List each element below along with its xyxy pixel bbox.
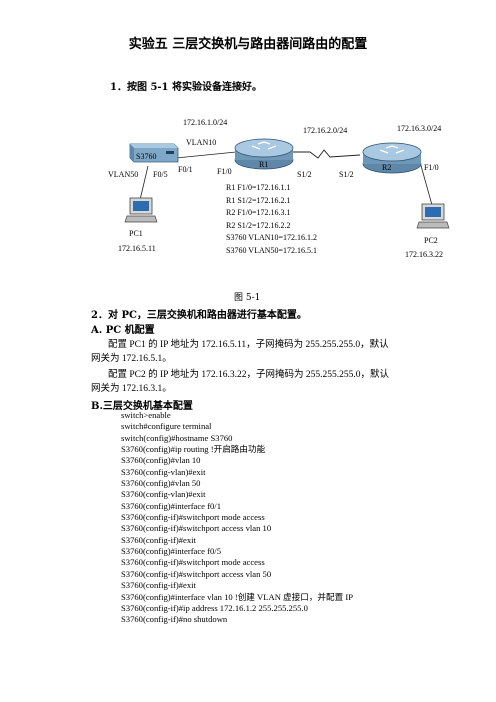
code-line: S3760(config-if)#switchport access vlan … [121,568,272,579]
net-172-16-1-label: 172.16.1.0/24 [183,118,228,127]
code-line: S3760(config-if)#switchport mode access [121,557,265,568]
code-line: S3760(config-if)#exit [121,580,196,591]
vlan10-label: VLAN10 [186,138,217,147]
pc1-name: PC1 [129,229,143,238]
section-b-heading: B.三层交换机基本配置 [91,401,193,412]
step-1-heading: 1．按图 5-1 将实验设备连接好。 [110,82,262,93]
code-line: S3760(config-if)#no shutdown [121,614,228,625]
code-line: S3760(config)#interface f0/1 [121,500,221,511]
address-line: R2 S1/2=172.16.2.2 [226,220,291,230]
code-line: switch(config)#hostname S3760 [121,432,233,443]
code-line: switch#configure terminal [121,421,212,432]
switch-name: S3760 [136,152,157,161]
code-line: S3760(config)#ip routing !开启路由功能 [121,444,266,455]
code-line: S3760(config-if)#ip address 172.16.1.2 2… [121,602,308,613]
figure-caption: 图 5-1 [234,293,261,303]
pc1-icon [124,197,158,223]
pc2-name: PC2 [424,236,438,245]
code-line: S3760(config-if)#switchport mode access [121,512,265,523]
r2-f10-label: F1/0 [424,163,439,172]
router-r1-name: R1 [259,160,269,169]
switch-config-code: switch>enable switch#configure terminal … [121,410,353,626]
address-line: R1 S1/2=172.16.2.1 [226,195,291,205]
address-line: R1 F1/0=172.16.1.1 [226,183,291,192]
address-line: R2 F1/0=172.16.3.1 [226,208,291,218]
vlan50-label: VLAN50 [108,170,139,179]
code-line: S3760(config-if)#exit [121,534,196,545]
step-2-heading: 2．对 PC，三层交换机和路由器进行基本配置。 [91,310,307,321]
router-r1-icon [234,138,294,170]
address-list: R1 F1/0=172.16.1.1 R1 S1/2=172.16.2.1 R2… [226,182,317,258]
pc1-config-line-2: 网关为 172.16.5.1。 [91,354,172,364]
router-r2-icon [362,142,422,174]
net-172-16-3-label: 172.16.3.0/24 [397,124,442,133]
code-line: S3760(config)#interface f0/5 [121,546,221,557]
r1-s12-label: S1/2 [297,170,312,179]
code-line: S3760(config)#vlan 10 [121,455,201,466]
pc2-config-line-2: 网关为 172.16.3.1。 [91,384,172,394]
section-a-heading: A. PC 机配置 [91,325,155,336]
port-f05-label: F0/5 [153,170,168,179]
pc2-config-line-1: 配置 PC2 的 IP 地址为 172.16.3.22，子网掩码为 255.25… [108,370,389,380]
code-line: S3760(config)#interface vlan 10 !创建 VLAN… [121,591,353,602]
pc2-icon [416,203,450,229]
router-r2-name: R2 [382,163,392,172]
code-line: S3760(config-if)#switchport access vlan … [121,523,272,534]
pc1-ip: 172.16.5.11 [118,244,156,253]
address-line: S3760 VLAN50=172.16.5.1 [226,245,318,255]
port-f01-label: F0/1 [178,165,193,174]
switch-s3760-icon [129,143,179,163]
address-line: S3760 VLAN10=172.16.1.2 [226,233,318,243]
r1-f10-label: F1/0 [217,167,232,176]
code-line: S3760(config-vlan)#exit [121,489,206,500]
topology-lines [139,149,433,206]
page-title: 实验五 三层交换机与路由器间路由的配置 [128,37,368,52]
pc2-ip: 172.16.3.22 [405,250,443,259]
net-172-16-2-label: 172.16.2.0/24 [303,126,348,135]
r2-s12-label: S1/2 [339,170,354,179]
pc1-config-line-1: 配置 PC1 的 IP 地址为 172.16.5.11，子网掩码为 255.25… [108,340,389,350]
code-line: switch>enable [121,410,171,420]
code-line: S3760(config-vlan)#exit [121,466,206,477]
code-line: S3760(config)#vlan 50 [121,478,201,489]
